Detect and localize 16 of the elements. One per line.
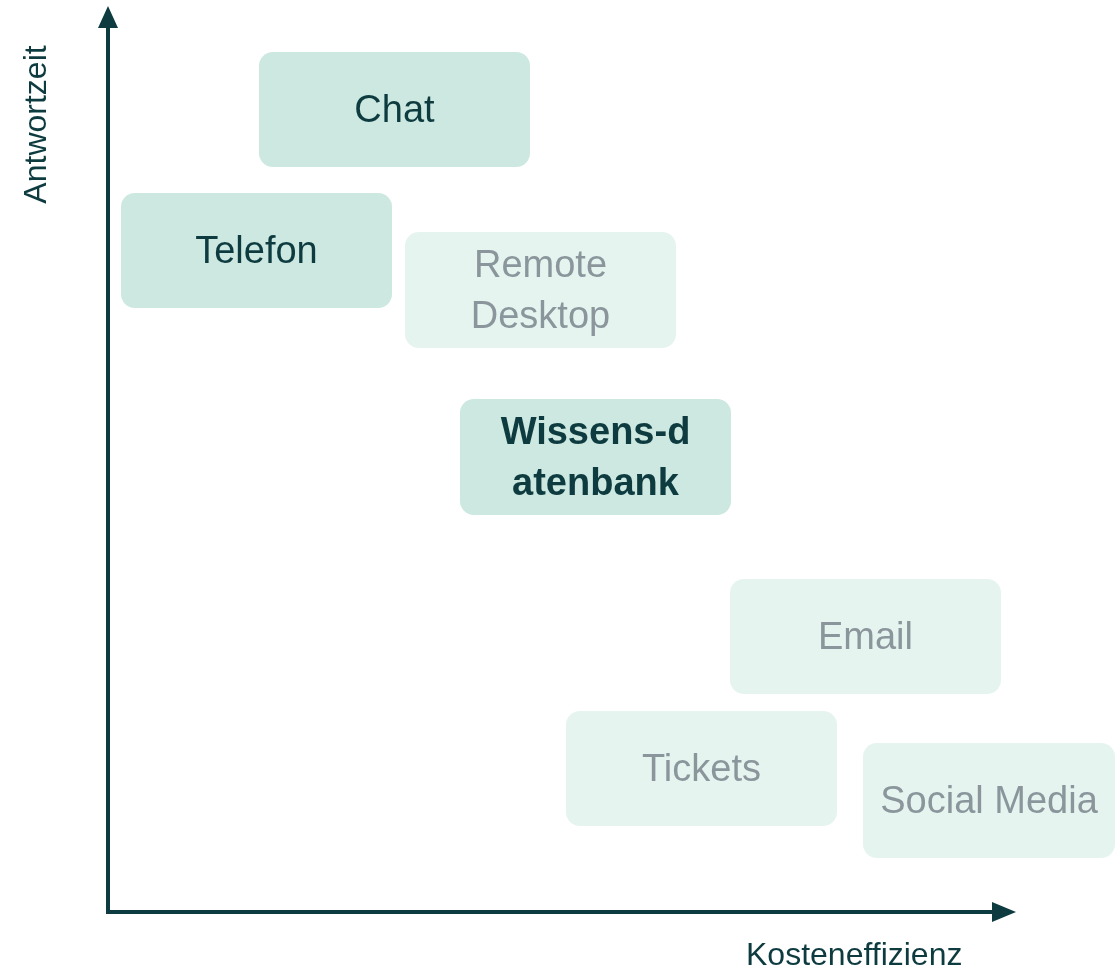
x-axis-label: Kosteneffizienz	[746, 936, 963, 971]
channel-box	[405, 232, 676, 348]
channel-label: Wissens-d atenbank	[499, 409, 692, 505]
y-axis-label: Antwortzeit	[16, 44, 54, 206]
channel-box	[460, 399, 731, 515]
channel-label: Remote Desktop	[469, 242, 612, 338]
channel-label: Email	[818, 614, 913, 659]
channel-box	[121, 193, 392, 308]
channel-label: Chat	[354, 87, 435, 132]
channel-box	[863, 743, 1115, 858]
channel-box	[259, 52, 530, 167]
channel-box	[566, 711, 837, 826]
channel-label: Telefon	[195, 228, 318, 273]
channel-box	[730, 579, 1001, 694]
channel-label: Tickets	[642, 746, 761, 791]
channel-label: Social Media	[880, 778, 1098, 823]
